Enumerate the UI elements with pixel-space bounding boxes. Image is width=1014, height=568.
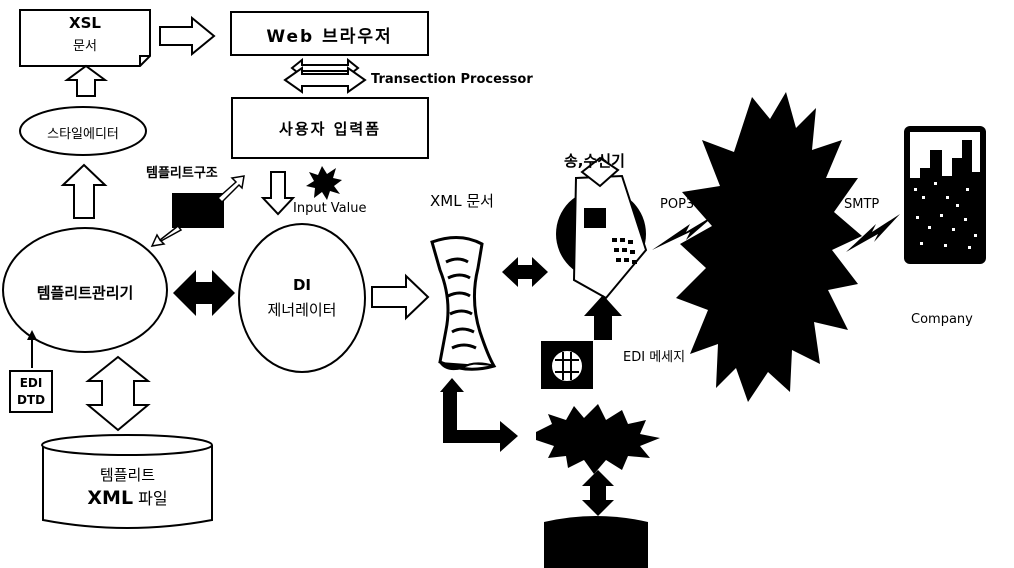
template-manager-label: 템플리트관리기 — [36, 284, 134, 302]
transaction-double-arrow-body — [283, 66, 367, 94]
xsl-doc-subtitle: 문서 — [73, 39, 97, 54]
xsl-doc-title: XSL — [69, 14, 101, 32]
edi-message-globe-lines — [555, 352, 579, 380]
user-input-form-box — [231, 97, 429, 159]
xsl-to-browser-arrow — [159, 15, 216, 57]
transaction-processor-label: Transection Processor — [371, 72, 533, 87]
form-to-generator-arrow — [260, 171, 296, 216]
template-file-cylinder — [42, 445, 213, 529]
di-generator-title: DI — [292, 276, 312, 294]
edi-message-globe — [550, 349, 584, 383]
xml-branch-arrow — [440, 378, 518, 452]
smtp-lightning — [846, 214, 900, 252]
template-file-line1: 템플리트 — [99, 466, 156, 484]
template-manager-ellipse — [2, 227, 168, 353]
web-browser-label: Web 브라우저 — [266, 27, 393, 47]
manager-file-double-arrow — [85, 355, 151, 432]
xml-transceiver-double-arrow — [502, 257, 548, 287]
transceiver-fax-panel — [584, 208, 606, 228]
input-value-label: Input Value — [293, 201, 367, 216]
transceiver-fax-keys — [612, 238, 637, 264]
edi-dtd-box — [9, 370, 53, 413]
pop3-label: POP3 — [660, 197, 695, 212]
xml-document-label: XML 문서 — [430, 192, 494, 210]
edi-message-label: EDI 메세지 — [623, 350, 686, 365]
editor-to-xsl-arrow — [63, 64, 109, 97]
di-generator-ellipse — [238, 223, 366, 373]
template-structure-label: 템플리트구조 — [146, 166, 218, 181]
transceiver-label: 송,수신기 — [564, 152, 625, 170]
transceiver-fax-body — [572, 174, 648, 300]
transceiver-fax-paper — [580, 156, 620, 188]
web-browser-box — [230, 11, 429, 56]
company-image-windows — [914, 182, 977, 249]
xsl-document-box — [19, 9, 151, 67]
style-editor-label: 스타일에디터 — [47, 127, 119, 142]
edi-to-transceiver-arrow — [584, 295, 622, 340]
template-file-line2: XML 파일 — [43, 485, 212, 509]
xml-document-scroll — [430, 236, 497, 371]
burst-db-double-arrow — [582, 470, 614, 516]
company-image-skyline — [910, 140, 980, 260]
template-file-cylinder-top — [41, 434, 213, 456]
edi-dtd-pointer-head — [27, 330, 37, 340]
lower-burst — [536, 404, 660, 474]
template-structure-arrow-down — [150, 224, 183, 247]
edi-dtd-line1: EDI — [19, 376, 43, 390]
style-editor-ellipse — [19, 106, 147, 156]
xml-document-curl — [439, 361, 495, 371]
xml-document-lines — [445, 257, 477, 350]
network-starburst — [676, 92, 862, 402]
input-value-burst — [306, 166, 342, 200]
manager-to-editor-arrow — [60, 163, 108, 219]
company-label: Company — [911, 312, 973, 327]
user-input-form-label: 사용자 입력폼 — [278, 120, 382, 138]
template-file-kind: 파일 — [138, 489, 168, 508]
xsl-document-fold — [139, 55, 150, 66]
smtp-label: SMTP — [844, 197, 880, 212]
template-structure-box — [172, 193, 224, 228]
generator-to-xml-arrow — [371, 273, 430, 321]
template-structure-arrow-up — [216, 175, 245, 204]
di-generator-subtitle: 제너레이터 — [267, 301, 337, 319]
lower-database-cylinder — [544, 516, 648, 568]
pop3-lightning — [652, 214, 716, 250]
edi-dtd-line2: DTD — [16, 393, 46, 407]
manager-generator-double-arrow — [173, 270, 235, 316]
template-file-xml: XML — [87, 487, 134, 509]
